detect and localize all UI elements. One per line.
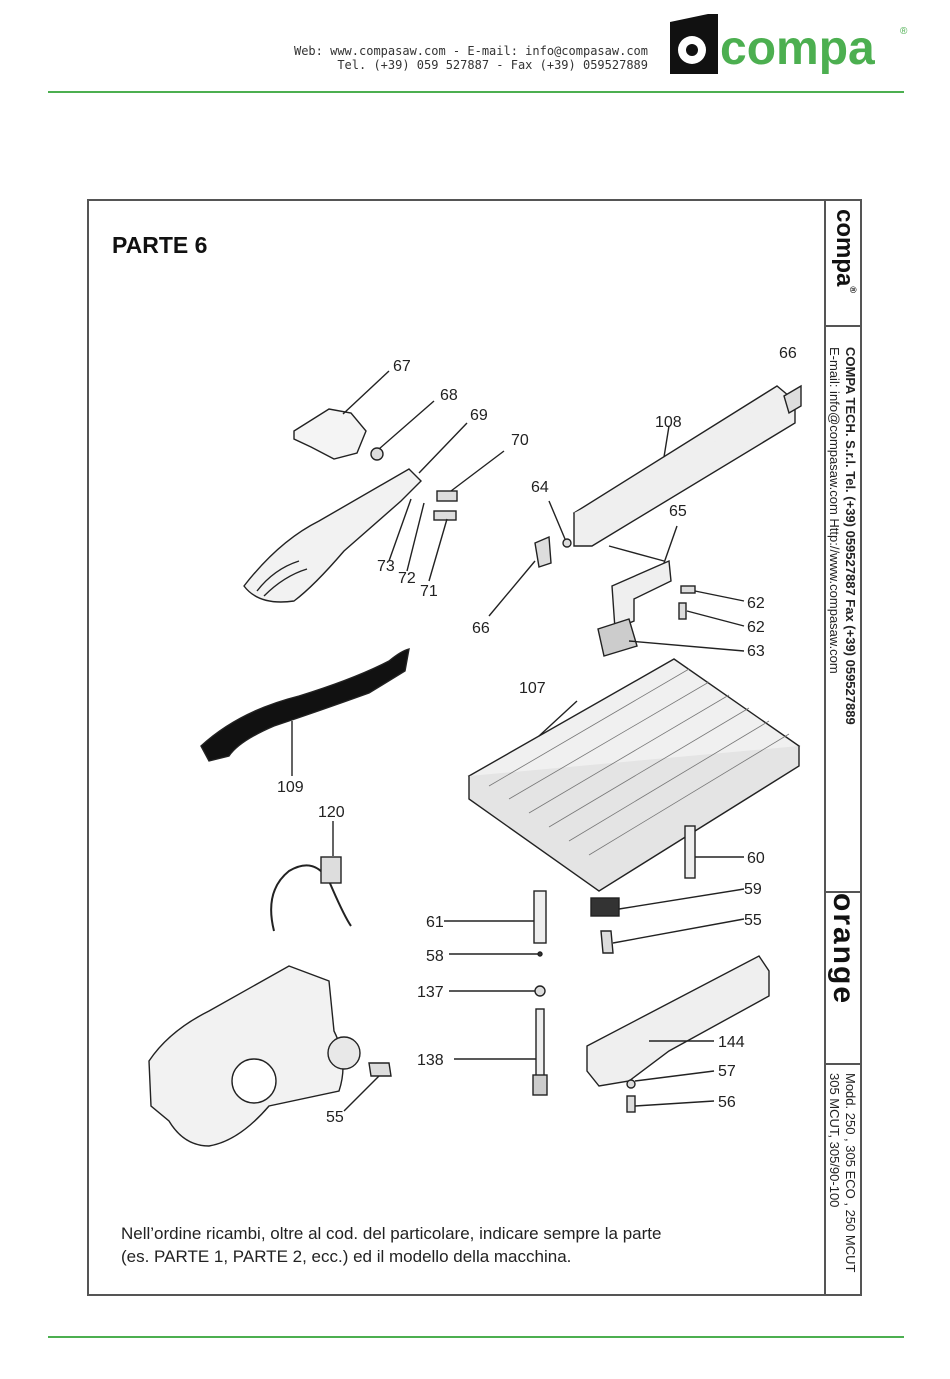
- part-58-ball: [537, 951, 543, 957]
- registered-mark: ®: [900, 26, 908, 37]
- label-55-motor: 55: [326, 1109, 344, 1126]
- part-61-column: [533, 890, 547, 944]
- label-69: 69: [470, 407, 488, 424]
- sidebar-company-line2: E-mail: info@compasaw.com Http://www.com…: [827, 347, 842, 674]
- sidebar-company-line1: COMPA TECH. S.r.l. Tel. (+39) 059527887 …: [843, 347, 858, 725]
- order-note-line1: Nell’ordine ricambi, oltre al cod. del p…: [121, 1224, 662, 1243]
- exploded-parts-drawing: 67 68 69 70 73 72 71 109 120 55 66 108 6…: [148, 345, 802, 1147]
- label-62-a: 62: [747, 595, 765, 612]
- label-64: 64: [531, 479, 549, 496]
- label-60: 60: [747, 850, 765, 867]
- part-64-screw: [562, 538, 572, 548]
- sidebar-models-line1: Modd. 250 , 305 ECO , 250 MCUT: [843, 1073, 858, 1273]
- part-70-screw: [436, 490, 458, 502]
- order-note: Nell’ordine ricambi, oltre al cod. del p…: [121, 1222, 661, 1268]
- label-55-table: 55: [744, 912, 762, 929]
- label-56: 56: [718, 1094, 736, 1111]
- label-58: 58: [426, 948, 444, 965]
- part-137-washer: [534, 985, 546, 997]
- header-contact: Web: www.compasaw.com - E-mail: info@com…: [294, 44, 648, 72]
- part-57-washer: [626, 1079, 636, 1089]
- part-66-clip-left: [534, 535, 552, 568]
- sidebar-divider-2: [826, 891, 862, 893]
- sidebar-logo: compa®: [830, 209, 858, 293]
- label-66-left: 66: [472, 620, 490, 637]
- part-59-clamp: [590, 897, 620, 917]
- sidebar-registered-mark: ®: [848, 286, 858, 293]
- contact-phone-fax: Tel. (+39) 059 527887 - Fax (+39) 059527…: [337, 58, 648, 72]
- contact-web-email: Web: www.compasaw.com - E-mail: info@com…: [293, 44, 648, 58]
- part-109-bracket: [200, 648, 410, 762]
- part-62-screw-b: [678, 602, 687, 620]
- part-56-screw: [626, 1095, 636, 1113]
- label-62-b: 62: [747, 619, 765, 636]
- compa-logo: compa ®: [670, 14, 908, 75]
- part-66-clip-top: [783, 384, 802, 415]
- sidebar-logo-text: compa: [831, 209, 858, 287]
- label-107: 107: [519, 680, 546, 697]
- label-72: 72: [398, 570, 416, 587]
- part-67-cover: [293, 408, 367, 460]
- part-63-block: [597, 618, 638, 657]
- header-divider: [48, 91, 904, 93]
- label-138: 138: [417, 1052, 444, 1069]
- label-59: 59: [744, 881, 762, 898]
- part-69-arm: [243, 468, 422, 603]
- part-62-screw-a: [680, 585, 696, 594]
- label-120: 120: [318, 804, 345, 821]
- label-67: 67: [393, 358, 411, 375]
- sheet-title: PARTE 6: [112, 232, 208, 258]
- label-57: 57: [718, 1063, 736, 1080]
- part-68-nut: [370, 447, 384, 461]
- motor-housing: [148, 965, 344, 1147]
- label-65: 65: [669, 503, 687, 520]
- compa-logo-text: compa: [720, 22, 875, 75]
- part-71-screw: [433, 510, 457, 521]
- sidebar-divider-3: [826, 1063, 862, 1065]
- order-note-line2: (es. PARTE 1, PARTE 2, ecc.) ed il model…: [121, 1247, 572, 1266]
- label-144: 144: [718, 1034, 745, 1051]
- part-55-knob: [600, 930, 614, 954]
- part-120-power-cable: [270, 864, 352, 932]
- sheet-sidebar: compa® COMPA TECH. S.r.l. Tel. (+39) 059…: [824, 201, 862, 1294]
- label-108: 108: [655, 414, 682, 431]
- label-63: 63: [747, 643, 765, 660]
- footer-divider: [48, 1336, 904, 1338]
- part-138-threaded-rod: [535, 1008, 545, 1078]
- label-68: 68: [440, 387, 458, 404]
- label-61: 61: [426, 914, 444, 931]
- sidebar-divider-1: [826, 325, 862, 327]
- label-73: 73: [377, 558, 395, 575]
- label-109: 109: [277, 779, 304, 796]
- part-60-pin: [684, 825, 696, 879]
- label-137: 137: [417, 984, 444, 1001]
- sidebar-models-line2: 305 MCUT, 305/90-100: [827, 1073, 842, 1208]
- part-65-fence-bracket: [611, 559, 672, 631]
- sidebar-brand: orange: [827, 893, 860, 1006]
- part-144-rail: [586, 955, 770, 1087]
- label-70: 70: [511, 432, 529, 449]
- label-66-top: 66: [779, 345, 797, 362]
- label-71: 71: [420, 583, 438, 600]
